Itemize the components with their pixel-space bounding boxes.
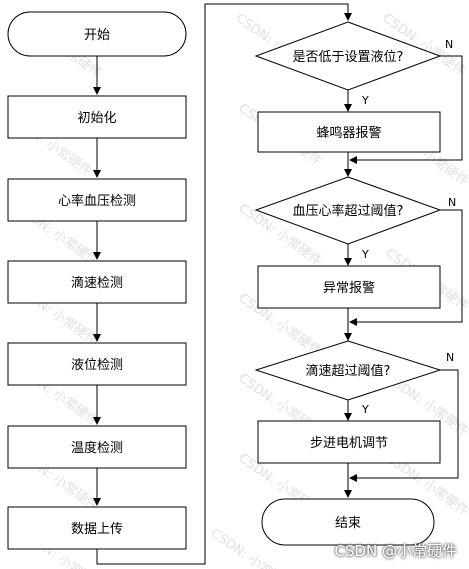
- no-branch-arrow: [349, 55, 463, 164]
- start-label: 开始: [84, 28, 110, 43]
- drip-check-label: 滴速超过阈值?: [306, 363, 391, 379]
- column-link-arrow: [96, 3, 352, 565]
- no-branch-arrow: [349, 209, 463, 326]
- footer-watermark: CSDN @小常硬件: [334, 542, 457, 560]
- yes-label: Y: [361, 403, 369, 416]
- stepper-node: 步进电机调节: [257, 420, 441, 464]
- hr-bp-detect-node: 心率血压检测: [7, 178, 187, 222]
- buzzer-node: 蜂鸣器报警: [257, 111, 441, 153]
- end-label: 结束: [335, 516, 361, 531]
- no-branch-arrow: [349, 369, 459, 482]
- level-check-label: 是否低于设置液位?: [293, 50, 404, 65]
- upload-node: 数据上传: [7, 506, 187, 550]
- end-node: 结束: [261, 498, 435, 546]
- init-label: 初始化: [77, 111, 116, 126]
- no-label: N: [445, 38, 453, 51]
- yes-label: Y: [361, 94, 369, 107]
- abnormal-alarm-node: 异常报警: [257, 265, 441, 309]
- level-detect-label: 液位检测: [71, 358, 123, 373]
- yes-label: Y: [361, 248, 369, 261]
- drip-detect-node: 滴速检测: [7, 260, 187, 304]
- hr-bp-check-label: 血压心率超过阈值?: [293, 203, 404, 219]
- init-node: 初始化: [7, 95, 187, 139]
- abnormal-alarm-label: 异常报警: [323, 280, 375, 296]
- upload-label: 数据上传: [71, 522, 123, 537]
- temp-detect-label: 温度检测: [71, 440, 123, 456]
- drip-detect-label: 滴速检测: [71, 275, 123, 291]
- no-label: N: [446, 351, 454, 364]
- temp-detect-node: 温度检测: [7, 425, 187, 469]
- no-label: N: [448, 196, 456, 209]
- stepper-label: 步进电机调节: [310, 436, 388, 451]
- level-detect-node: 液位检测: [7, 342, 187, 386]
- level-check-diamond: 是否低于设置液位?: [254, 21, 442, 91]
- start-node: 开始: [7, 11, 187, 57]
- hr-bp-detect-label: 心率血压检测: [58, 193, 136, 209]
- buzzer-label: 蜂鸣器报警: [316, 125, 381, 141]
